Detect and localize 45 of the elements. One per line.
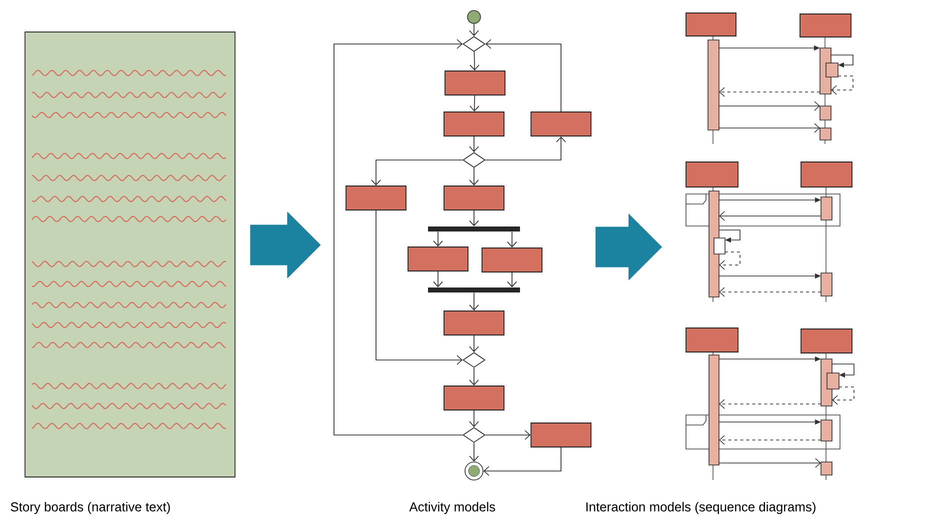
activity-box [444,386,504,410]
activity-box [346,186,406,210]
activity-box [530,422,592,448]
activity-box [530,112,592,136]
arrow [485,136,566,160]
arrow [470,95,480,112]
sync-bar [428,288,520,292]
sequence-diagram-drawing [686,12,854,144]
sequence-diagram-drawing [686,162,852,302]
arrow [334,39,463,436]
activity-box [444,70,506,96]
arrow [469,335,479,352]
arrow [470,51,480,71]
end-node [464,462,484,480]
caption: Activity models [409,502,496,514]
arrow [469,136,479,152]
activity-box [444,112,504,136]
activity-box [408,246,468,272]
arrow [485,39,562,112]
caption: Story boards (narrative text) [10,502,170,514]
arrow [469,292,479,311]
block-arrow [596,214,662,280]
arrow [483,447,562,476]
arrow [376,210,463,365]
arrow [469,442,479,462]
arrow [469,368,479,386]
arrow [469,210,479,226]
caption: Interaction models (sequence diagrams) [586,502,816,514]
arrow [469,168,479,186]
arrow [469,410,479,428]
sequence-diagram-drawing [686,328,854,480]
arrow [469,24,479,36]
block-arrow [250,212,321,278]
arrow [433,271,443,288]
arrow [371,160,463,186]
arrow [433,231,443,247]
activity-box [444,186,504,210]
start-node [467,10,481,24]
activity-box [444,310,504,336]
arrow [507,272,517,288]
arrow [507,231,517,248]
activity-box [482,248,542,272]
sync-bar [428,226,520,232]
storyboard-drawing [24,32,236,478]
arrow [485,430,531,440]
